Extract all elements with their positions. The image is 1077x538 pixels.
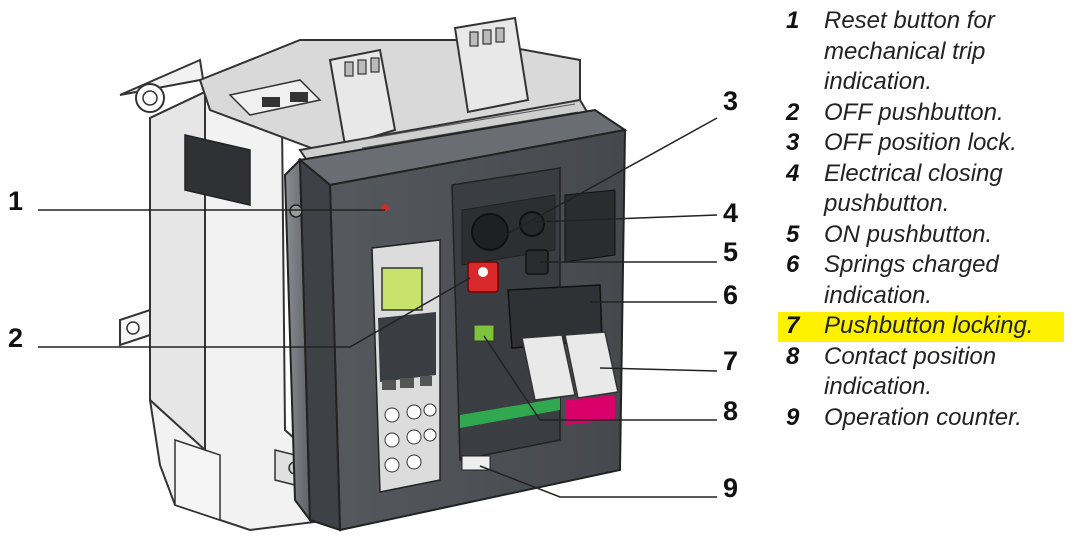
legend-item-6: 6 Springs charged indication.: [782, 250, 1072, 311]
callout-8: 8: [723, 396, 739, 426]
legend-number: 6: [786, 251, 800, 278]
legend-text: OFF pushbutton.: [824, 98, 1004, 126]
legend-item-8: 8 Contact position indication.: [782, 342, 1072, 403]
legend-number: 1: [786, 7, 800, 34]
rating-label: [564, 189, 616, 425]
legend-item-1: 1 Reset button for mechanical trip indic…: [782, 6, 1072, 98]
callout-5: 5: [723, 237, 739, 267]
legend-text: Contact position indication.: [824, 342, 997, 401]
legend-number: 4: [786, 159, 800, 187]
legend-item-5: 5 ON pushbutton.: [782, 220, 1072, 251]
legend-number: 5: [786, 220, 800, 248]
callout-9: 9: [723, 473, 739, 503]
legend-number: 3: [786, 129, 800, 156]
legend-item-9: 9 Operation counter.: [782, 403, 1072, 434]
legend-item-4: 4 Electrical closing pushbutton.: [782, 159, 1072, 220]
legend-item-3: 3 OFF position lock.: [782, 128, 1072, 159]
pushbutton-locking-cover: [507, 284, 619, 401]
callout-3: 3: [723, 86, 739, 116]
callout-6: 6: [723, 280, 739, 310]
legend-number: 2: [786, 98, 800, 126]
legend-number: 9: [786, 403, 800, 431]
legend: 1 Reset button for mechanical trip indic…: [778, 6, 1072, 434]
leader-lines: [38, 117, 718, 498]
callout-4: 4: [723, 198, 739, 228]
trip-unit: [371, 239, 441, 493]
callout-7: 7: [723, 346, 739, 376]
legend-number: 8: [786, 342, 800, 370]
legend-text: Electrical closing pushbutton.: [824, 159, 1003, 218]
legend-text: ON pushbutton.: [824, 220, 993, 248]
callout-1: 1: [8, 186, 24, 216]
legend-text: Operation counter.: [824, 403, 1022, 431]
callout-2: 2: [8, 323, 24, 353]
legend-text: Pushbutton locking.: [824, 312, 1034, 339]
mounting-chassis: [119, 58, 331, 532]
legend-text: Reset button for mechanical trip indicat…: [824, 7, 995, 95]
legend-text: OFF position lock.: [824, 129, 1017, 156]
legend-item-7: 7 Pushbutton locking.: [778, 311, 1072, 342]
legend-number: 7: [786, 312, 800, 339]
legend-text: Springs charged indication.: [824, 251, 999, 309]
legend-item-2: 2 OFF pushbutton.: [782, 98, 1072, 129]
